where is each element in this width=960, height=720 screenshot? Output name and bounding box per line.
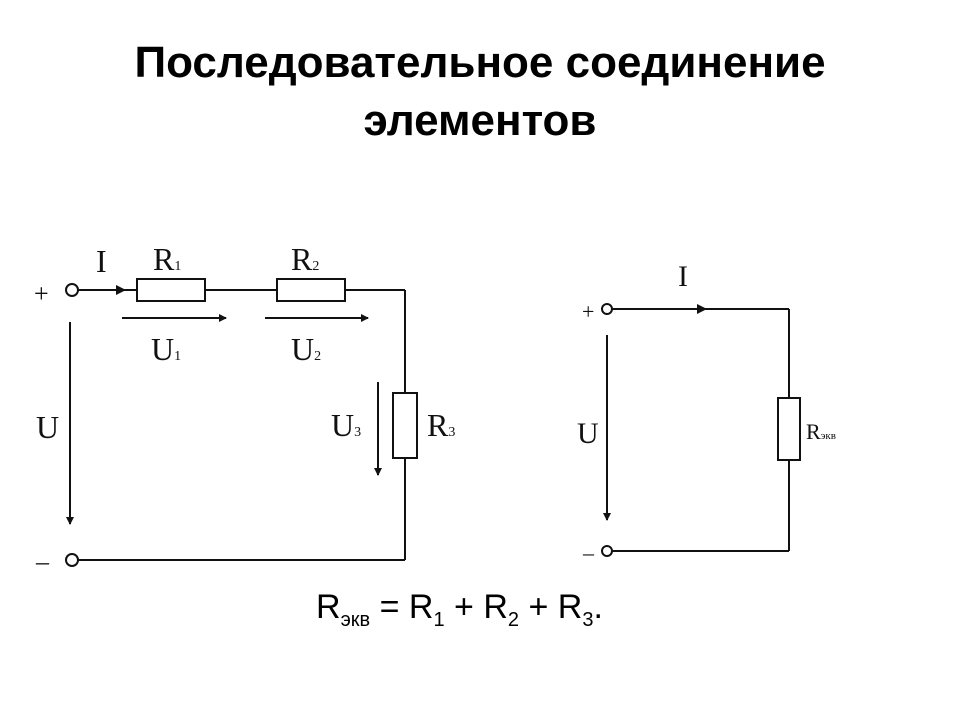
eq-terminal-minus-label: – xyxy=(582,540,595,565)
current-arrow xyxy=(116,285,126,295)
eq-current-label: I xyxy=(678,260,688,293)
voltage-total-label: U xyxy=(36,409,59,445)
resistor-r2 xyxy=(276,278,346,302)
label-r3: R3 xyxy=(427,407,455,443)
eq-terminal-plus-label: + xyxy=(582,299,594,324)
terminal-minus-label: – xyxy=(35,547,50,576)
eq-terminal-plus-circle xyxy=(601,303,613,315)
equivalent-circuit xyxy=(601,303,801,557)
title-line-1: Последовательное соединение xyxy=(134,38,826,87)
eq-voltage-total-label: U xyxy=(577,417,599,450)
label-u3: U3 xyxy=(331,407,361,443)
terminal-minus-circle xyxy=(65,553,79,567)
resistor-r3 xyxy=(392,392,418,459)
series-circuit xyxy=(65,278,418,567)
label-u2: U2 xyxy=(291,331,321,367)
title-line-2: элементов xyxy=(363,96,597,145)
equivalent-resistance-formula: Rэкв = R1 + R2 + R3. xyxy=(316,588,603,631)
eq-current-arrow xyxy=(697,304,707,314)
label-u1: U1 xyxy=(151,331,181,367)
label-req: Rэкв xyxy=(806,419,836,444)
terminal-plus-circle xyxy=(65,283,79,297)
resistor-req xyxy=(777,397,801,461)
label-r1: R1 xyxy=(153,241,181,277)
eq-terminal-minus-circle xyxy=(601,545,613,557)
terminal-plus-label: + xyxy=(34,279,49,308)
resistor-r1 xyxy=(136,278,206,302)
current-label: I xyxy=(96,243,107,279)
page-title: Последовательное соединение элементов xyxy=(0,34,960,150)
label-r2: R2 xyxy=(291,241,319,277)
